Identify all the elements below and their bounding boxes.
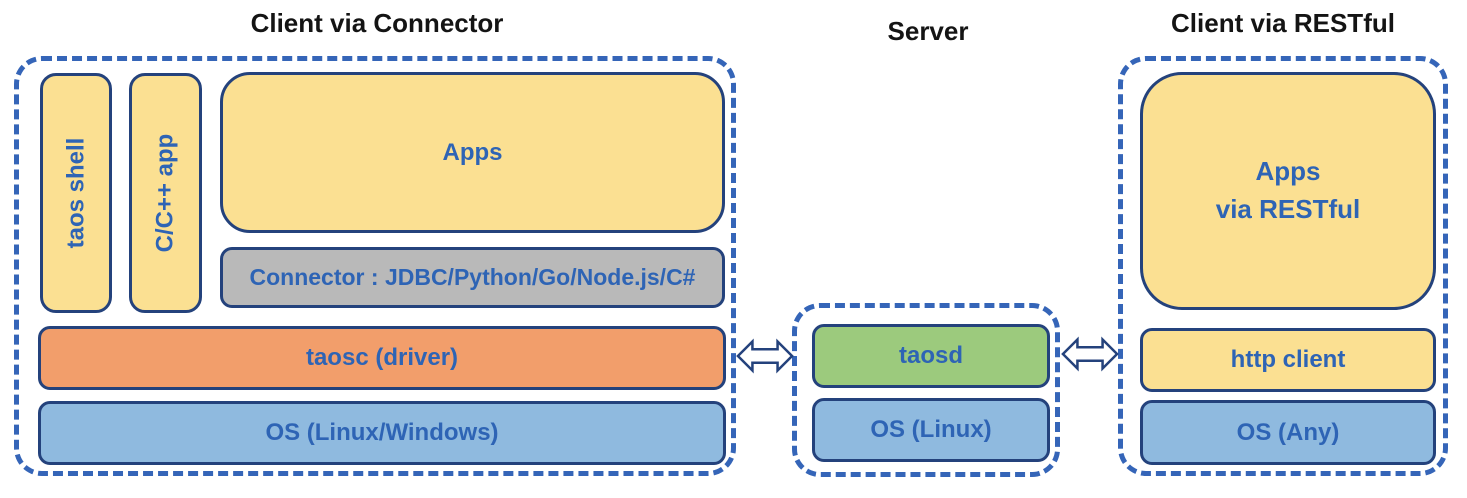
taosc-driver-box: taosc (driver) [38, 326, 726, 390]
client-connector-panel: taos shell C/C++ app Apps Connector : JD… [14, 56, 736, 476]
connector-bar-box: Connector : JDBC/Python/Go/Node.js/C# [220, 247, 725, 308]
os-any-box: OS (Any) [1140, 400, 1436, 465]
taos-shell-label: taos shell [62, 137, 89, 249]
taosd-box: taosd [812, 324, 1050, 388]
os-linux-label: OS (Linux) [870, 416, 992, 443]
connector-bar-label: Connector : JDBC/Python/Go/Node.js/C# [249, 264, 696, 290]
bidirectional-arrow-icon [736, 338, 794, 374]
os-linux-windows-label: OS (Linux/Windows) [265, 419, 499, 446]
os-any-label: OS (Any) [1236, 418, 1340, 446]
os-linux-box: OS (Linux) [812, 398, 1050, 462]
taos-shell-box: taos shell [40, 73, 112, 313]
apps-via-restful-label: Apps via RESTful [1215, 156, 1361, 224]
http-client-box: http client [1140, 328, 1436, 392]
server-panel: taosd OS (Linux) [792, 303, 1060, 477]
section-title-server: Server [887, 16, 969, 46]
taosc-driver-label: taosc (driver) [305, 344, 459, 371]
http-client-label: http client [1230, 346, 1346, 373]
apps-label: Apps [442, 138, 503, 166]
section-title-client-connector: Client via Connector [250, 8, 504, 38]
bidirectional-arrow-icon [1061, 336, 1119, 372]
apps-via-restful-box: Apps via RESTful [1140, 72, 1436, 310]
apps-box: Apps [220, 72, 725, 233]
cpp-app-box: C/C++ app [129, 73, 202, 313]
taosd-label: taosd [898, 342, 963, 369]
section-title-client-restful: Client via RESTful [1171, 8, 1395, 38]
cpp-app-label: C/C++ app [151, 133, 179, 253]
client-restful-panel: Apps via RESTful http client OS (Any) [1118, 56, 1448, 476]
os-linux-windows-box: OS (Linux/Windows) [38, 401, 726, 465]
